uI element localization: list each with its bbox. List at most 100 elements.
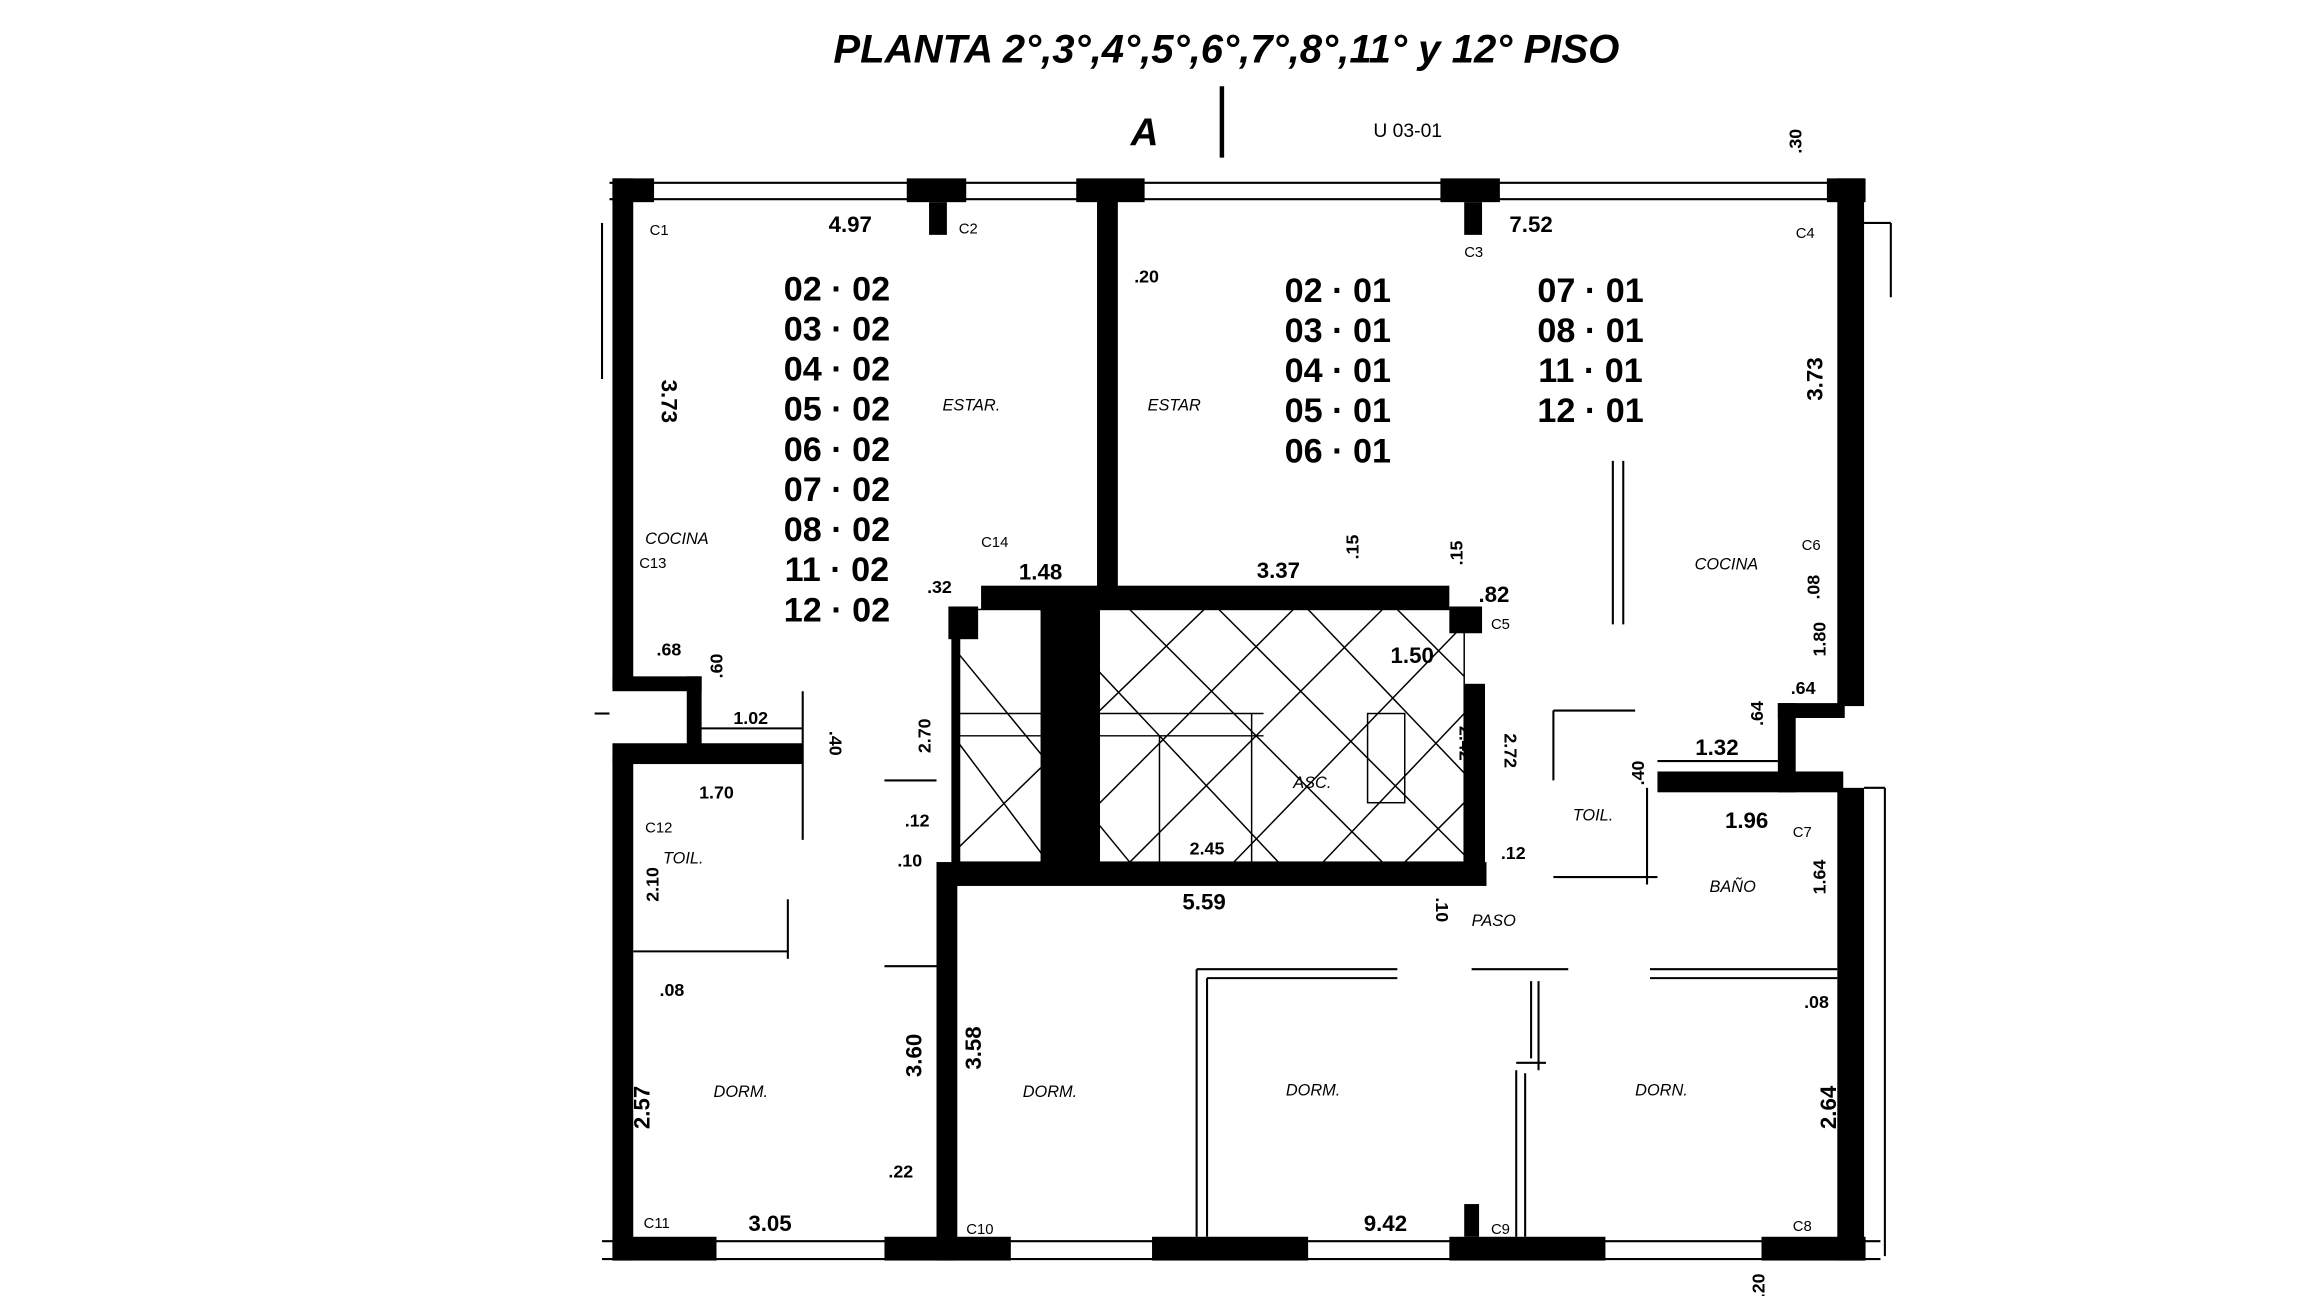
room-estar-left: ESTAR. xyxy=(942,396,1000,414)
dimension: 3.37 xyxy=(1257,558,1300,583)
unit-code: 07 · 02 xyxy=(784,471,890,509)
room-dorm-3: DORM. xyxy=(1286,1082,1340,1100)
unit-code: 03 · 02 xyxy=(784,310,890,348)
block-letter: A xyxy=(1130,112,1159,155)
dimension: 1.02 xyxy=(733,708,768,728)
dimension: 7.52 xyxy=(1509,212,1552,237)
dimension: 1.70 xyxy=(699,782,734,802)
unit-codes-right: 02 · 01 03 · 01 04 · 01 05 · 01 06 · 01 … xyxy=(1285,272,1644,471)
stair-elevator-core xyxy=(958,608,1465,863)
column-label: C5 xyxy=(1491,617,1510,633)
dimension: 1.48 xyxy=(1019,560,1062,585)
room-paso: PASO xyxy=(1472,912,1516,930)
dimension: 2.45 xyxy=(1190,839,1225,859)
dimension: 5.59 xyxy=(1182,890,1225,915)
dimension: .20 xyxy=(1134,266,1159,286)
column-c3-marker xyxy=(1464,202,1483,235)
column-label: C11 xyxy=(644,1216,670,1232)
column-label: C13 xyxy=(639,556,666,572)
unit-code: 04 · 01 xyxy=(1285,352,1391,390)
unit-code: 05 · 02 xyxy=(784,391,890,429)
dimension: .68 xyxy=(657,640,682,660)
dimension: 3.73 xyxy=(1802,357,1827,400)
dimension: 1.96 xyxy=(1725,808,1768,833)
unit-code: 11 · 01 xyxy=(1538,352,1643,390)
dimension: .64 xyxy=(1747,701,1767,726)
room-dorm-2: DORM. xyxy=(1023,1083,1077,1101)
unit-code: 12 · 01 xyxy=(1537,392,1643,430)
unit-code: 06 · 01 xyxy=(1285,432,1391,470)
dimension: .12 xyxy=(1501,843,1526,863)
dimension: 1.64 xyxy=(1809,860,1829,895)
dimension: .22 xyxy=(888,1161,913,1181)
room-bano: BAÑO xyxy=(1709,877,1756,896)
unit-code: 03 · 01 xyxy=(1285,312,1391,350)
room-asc: ASC. xyxy=(1292,774,1331,792)
dimension: .32 xyxy=(927,577,952,597)
dimension: .10 xyxy=(1432,897,1452,922)
dimension: 2.64 xyxy=(1816,1085,1841,1129)
column-c2-marker xyxy=(929,202,947,235)
dimension: .82 xyxy=(1478,582,1509,607)
dimension: 1.80 xyxy=(1809,622,1829,657)
dimension: .08 xyxy=(1803,575,1823,600)
unit-code: 07 · 01 xyxy=(1537,272,1643,310)
column-c9-marker xyxy=(1464,1204,1480,1237)
dimension: .08 xyxy=(1804,992,1829,1012)
dimension: 3.58 xyxy=(961,1026,986,1069)
room-toil-left: TOIL. xyxy=(663,850,704,868)
unit-code: 02 · 02 xyxy=(784,270,890,308)
unit-code: 11 · 02 xyxy=(785,551,890,589)
dimension: 1.50 xyxy=(1390,643,1433,668)
column-labels: C1 C2 C3 C4 C5 C6 C7 C8 C9 C10 C11 C12 C… xyxy=(639,202,1821,1238)
dimension: .12 xyxy=(905,810,930,830)
unit-codes-left: 02 · 02 03 · 02 04 · 02 05 · 02 06 · 02 … xyxy=(784,270,890,629)
room-cocina-right: COCINA xyxy=(1695,555,1759,573)
room-cocina-left: COCINA xyxy=(645,530,709,548)
dimension: .08 xyxy=(659,980,684,1000)
dimension: 9.42 xyxy=(1364,1211,1407,1236)
unit-code: 02 · 01 xyxy=(1285,272,1391,310)
column-label: C1 xyxy=(650,223,669,239)
dimension: 2.70 xyxy=(915,718,935,753)
unit-code: 04 · 02 xyxy=(784,351,890,389)
dimension: .30 xyxy=(1786,129,1806,154)
column-label: C9 xyxy=(1491,1222,1510,1238)
column-label: C4 xyxy=(1796,226,1815,242)
dimensions: 4.97 7.52 3.73 3.73 .20 1.48 .32 3.37 .1… xyxy=(630,129,1841,1296)
dimension: .20 xyxy=(1748,1273,1768,1296)
column-label: C8 xyxy=(1793,1219,1812,1235)
dimension: .40 xyxy=(1628,761,1648,786)
column-label: C3 xyxy=(1464,245,1483,261)
dimension: 3.60 xyxy=(902,1034,927,1077)
dimension: .60 xyxy=(706,653,726,678)
dimension: 2.10 xyxy=(643,867,663,902)
dimension: .10 xyxy=(897,851,922,871)
dimension: 1.32 xyxy=(1695,735,1738,760)
unit-code: 06 · 02 xyxy=(784,431,890,469)
column-label: C6 xyxy=(1802,538,1821,554)
room-dorm-1: DORM. xyxy=(714,1083,768,1101)
room-estar-right: ESTAR xyxy=(1148,396,1201,414)
unit-code: 08 · 02 xyxy=(784,511,890,549)
room-labels: ESTAR. ESTAR COCINA COCINA TOIL. TOIL. B… xyxy=(645,396,1758,1101)
column-label: C14 xyxy=(981,535,1008,551)
unit-code: 05 · 01 xyxy=(1285,392,1391,430)
column-label: C12 xyxy=(645,820,672,836)
dimension: 2.42 xyxy=(1456,726,1476,761)
walls xyxy=(594,178,1892,1261)
unit-code: 08 · 01 xyxy=(1537,312,1643,350)
plan-title: PLANTA 2°,3°,4°,5°,6°,7°,8°,11° y 12° PI… xyxy=(833,26,1619,71)
dimension: 3.73 xyxy=(656,380,681,423)
room-toil-right: TOIL. xyxy=(1573,807,1614,825)
column-label: C7 xyxy=(1793,825,1812,841)
dimension: 3.05 xyxy=(748,1211,791,1236)
dimension: .64 xyxy=(1791,678,1816,698)
column-label: C10 xyxy=(966,1222,993,1238)
dimension: .15 xyxy=(1447,541,1467,566)
unit-id: U 03-01 xyxy=(1373,121,1442,142)
room-dorm-4: DORN. xyxy=(1635,1082,1688,1100)
column-label: C2 xyxy=(959,221,978,237)
dimension: 2.72 xyxy=(1500,733,1520,768)
